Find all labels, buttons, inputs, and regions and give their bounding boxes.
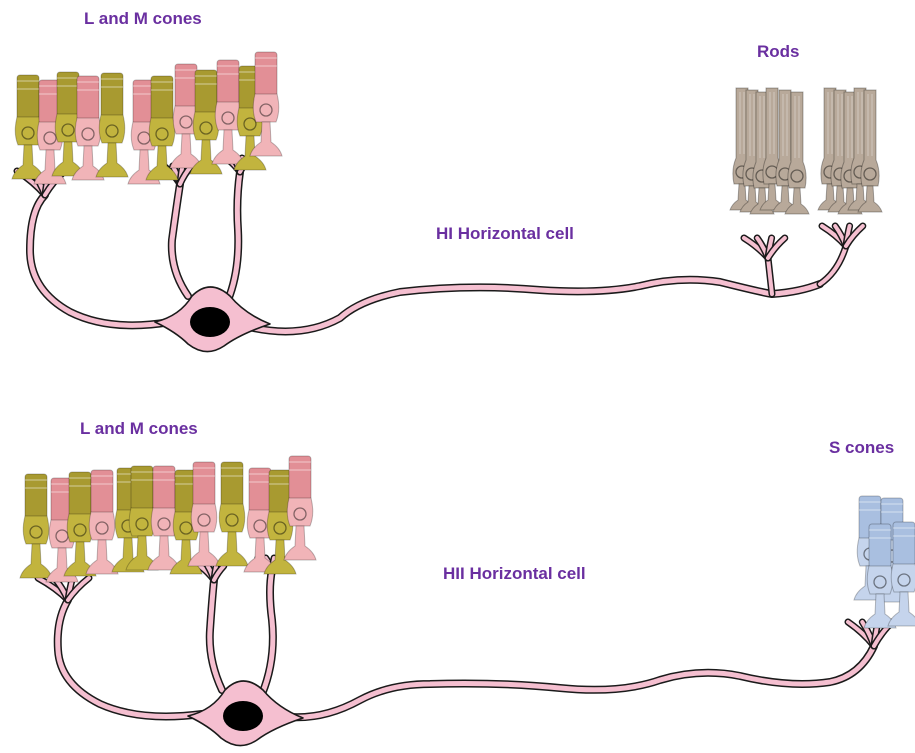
hi-horizontal-cell-label: HI Horizontal cell — [436, 225, 574, 242]
hi-horizontal-cell — [17, 158, 863, 352]
pink-cone-photoreceptor-icon — [284, 456, 316, 560]
hii-axon — [280, 646, 874, 717]
hii-horizontal-cell-label: HII Horizontal cell — [443, 565, 586, 582]
bottom-lm-cones-label: L and M cones — [80, 420, 198, 437]
nucleus — [190, 307, 230, 337]
hi-dendrite — [30, 195, 170, 325]
s-cones-label: S cones — [829, 439, 894, 456]
hii-horizontal-cell-panel — [20, 456, 915, 746]
pink-cone-photoreceptor-icon — [250, 52, 282, 156]
top-lm-cones-cluster — [12, 52, 282, 184]
olive-cone-photoreceptor-icon — [96, 73, 128, 177]
hi-horizontal-cell-panel — [12, 52, 882, 352]
pink-cone-photoreceptor-icon — [188, 462, 220, 566]
s-cones-cluster — [854, 496, 915, 628]
rods-cluster — [730, 88, 882, 214]
olive-cone-photoreceptor-icon — [216, 462, 248, 566]
nucleus — [223, 701, 263, 731]
bottom-lm-cones-cluster — [20, 456, 316, 582]
hii-dendrite — [58, 600, 202, 716]
pink-cone-photoreceptor-icon — [86, 470, 118, 574]
rods-label: Rods — [757, 43, 800, 60]
olive-cone-photoreceptor-icon — [20, 474, 52, 578]
hii-horizontal-cell — [38, 558, 892, 746]
hi-axon — [245, 280, 820, 332]
top-lm-cones-label: L and M cones — [84, 10, 202, 27]
